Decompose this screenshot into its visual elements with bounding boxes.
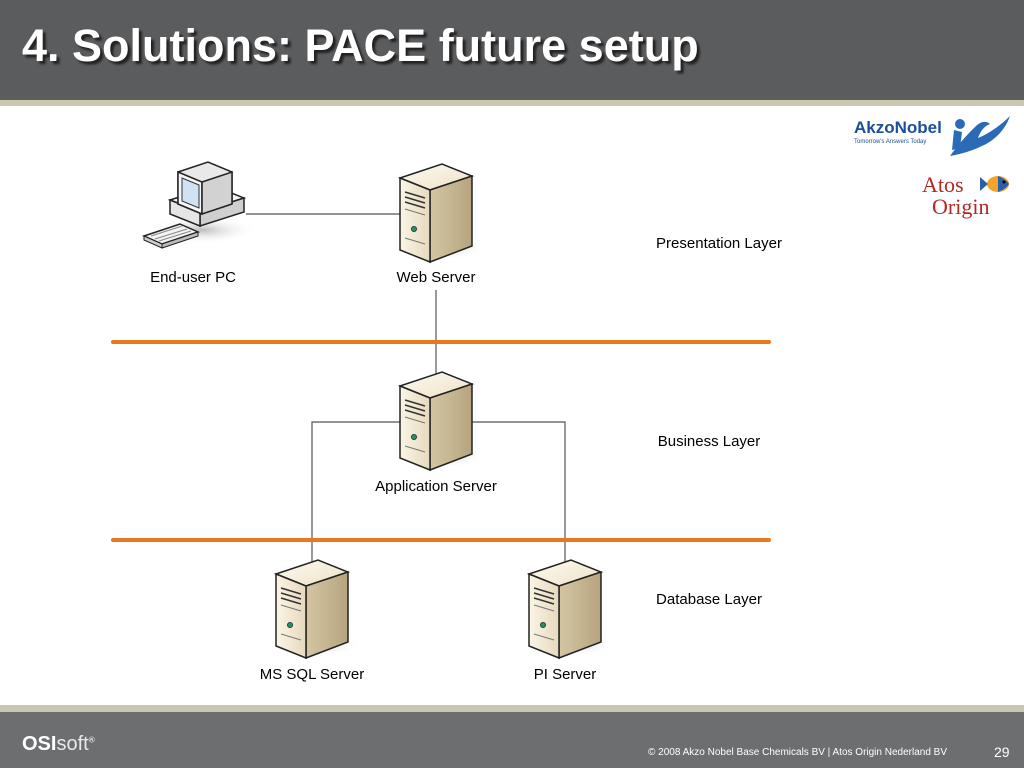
connector-app-pi <box>470 421 566 568</box>
pi-server-icon <box>522 559 616 659</box>
akzonobel-logo-tagline: Tomorrow's Answers Today <box>854 139 927 145</box>
registered-mark: ® <box>88 735 95 745</box>
business-layer-label: Business Layer <box>657 433 761 450</box>
connector-lines <box>246 213 566 568</box>
web-server-label: Web Server <box>396 269 476 286</box>
slide-title: 4. Solutions: PACE future setup <box>22 20 699 71</box>
atos-origin-logo: Atos Origin <box>918 172 1018 224</box>
database-layer-label: Database Layer <box>656 591 762 608</box>
akzonobel-logo: AkzoNobel Tomorrow's Answers Today <box>850 112 1015 160</box>
footer-bar <box>0 712 1024 768</box>
osisoft-logo-bold: OSI <box>22 733 57 755</box>
atos-logo-line1: Atos <box>922 172 964 197</box>
osisoft-logo: OSIsoft® <box>22 733 95 756</box>
footer-divider <box>0 705 1024 712</box>
akzonobel-logo-name: AkzoNobel <box>854 118 942 137</box>
end-user-pc-icon <box>143 161 259 249</box>
presentation-layer-label: Presentation Layer <box>656 235 782 252</box>
header-divider <box>0 100 1024 106</box>
header-bar <box>0 0 1024 100</box>
atos-logo-line2: Origin <box>932 194 990 219</box>
pi-server-label: PI Server <box>533 666 597 683</box>
ms-sql-server-label: MS SQL Server <box>259 666 365 683</box>
web-server-icon <box>393 163 487 263</box>
application-server-icon <box>393 371 487 471</box>
osisoft-logo-light: soft <box>56 733 89 755</box>
fish-icon <box>980 176 1009 192</box>
footer-copyright: © 2008 Akzo Nobel Base Chemicals BV | At… <box>648 747 948 758</box>
ms-sql-server-icon <box>269 559 363 659</box>
end-user-pc-label: End-user PC <box>150 269 236 286</box>
application-server-label: Application Server <box>375 478 497 495</box>
page-number: 29 <box>994 744 1010 760</box>
connector-app-mssql <box>311 421 402 568</box>
akzonobel-figure-icon <box>950 116 1010 156</box>
